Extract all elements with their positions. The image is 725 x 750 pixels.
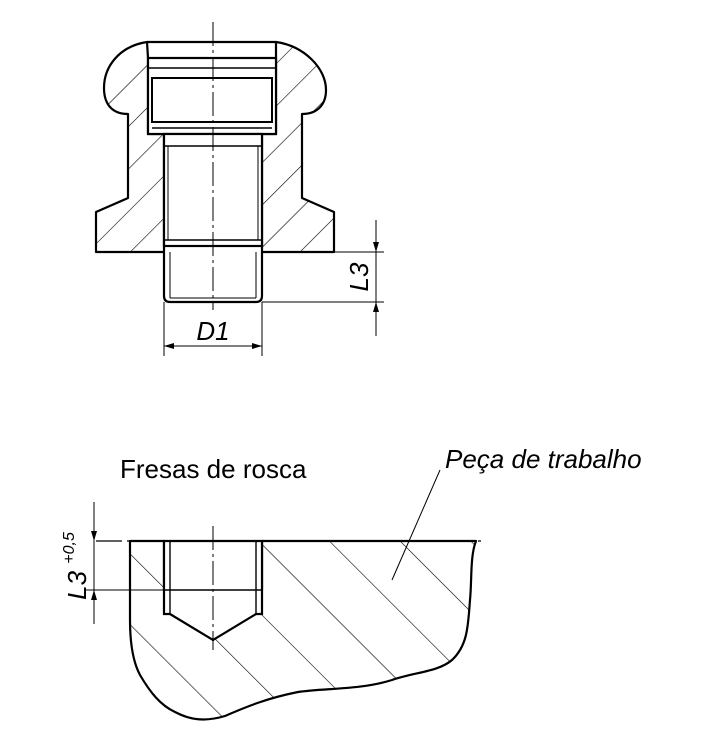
knob-section-view xyxy=(94,22,336,310)
d1-dimension: D1 xyxy=(163,302,263,356)
d1-label: D1 xyxy=(196,316,229,346)
l3-tolerance-dimension: L3 +0,5 xyxy=(61,502,164,624)
l3tol-base: L3 xyxy=(62,570,92,599)
workpiece-body xyxy=(128,539,478,721)
workpiece-section xyxy=(96,526,484,721)
workpiece-label: Peça de trabalho xyxy=(445,444,642,474)
l3tol-superscript: +0,5 xyxy=(61,532,78,564)
counterbore-inner xyxy=(151,77,273,123)
thread-mill-label: Fresas de rosca xyxy=(120,454,307,484)
l3-label: L3 xyxy=(344,262,374,291)
l3tol-label: L3 +0,5 xyxy=(61,532,92,600)
l3-dimension: L3 xyxy=(262,220,384,336)
